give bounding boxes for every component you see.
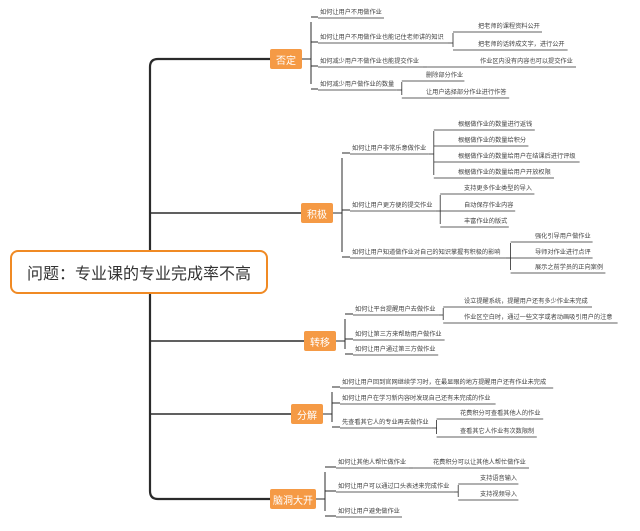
leaf-topic[interactable]: 作业区内没有内容也可以提交作业 xyxy=(480,58,573,65)
root-topic[interactable]: 问题：专业课的专业完成率不高 xyxy=(10,250,268,294)
subtopic[interactable]: 如何让用户通过第三方做作业 xyxy=(355,346,436,353)
leaf-topic[interactable]: 让用户选择部分作业进行作答 xyxy=(426,89,507,96)
leaf-topic[interactable]: 丰富作业的版式 xyxy=(464,218,508,225)
leaf-topic[interactable]: 花费积分可查看其他人的作业 xyxy=(460,410,541,417)
leaf-topic[interactable]: 根据做作业的数量给用户在结课后进行评级 xyxy=(458,153,576,160)
connector-line xyxy=(148,490,270,501)
subtopic[interactable]: 如何让用户回到官网继续学习时，在最显眼的地方提醒用户还有作业未完成 xyxy=(342,379,547,386)
leaf-topic[interactable]: 支持更多作业类型的导入 xyxy=(464,185,533,192)
subtopic[interactable]: 如何让平台提醒用户去做作业 xyxy=(355,306,436,313)
subtopic[interactable]: 如何减少用户不做作业也能提交作业 xyxy=(320,58,419,65)
branch-negate[interactable]: 否定 xyxy=(270,49,302,69)
leaf-topic[interactable]: 展示之前学员的正向案例 xyxy=(535,264,604,271)
leaf-topic[interactable]: 查看其它人作业有次数限制 xyxy=(460,428,535,435)
leaf-topic[interactable]: 强化引导用户做作业 xyxy=(535,233,591,240)
subtopic[interactable]: 如何减少用户做作业的数量 xyxy=(320,81,395,88)
leaf-topic[interactable]: 根据做作业的数量给用户开放权限 xyxy=(458,169,551,176)
leaf-topic[interactable]: 支持视频导入 xyxy=(480,491,518,498)
subtopic[interactable]: 如何让其他人帮忙做作业 xyxy=(338,459,407,466)
subtopic[interactable]: 如何让用户非常乐意做作业 xyxy=(352,145,427,152)
subtopic[interactable]: 如何让用户知道做作业对自己的知识掌握有积极的影响 xyxy=(352,249,501,256)
leaf-topic[interactable]: 作业区空白时，通过一些文字或者动画吸引用户的注意 xyxy=(464,314,613,321)
leaf-topic[interactable]: 把老师的话转成文字，进行公开 xyxy=(478,41,565,48)
branch-brainstorm[interactable]: 脑洞大开 xyxy=(270,489,316,509)
leaf-topic[interactable]: 根据做作业的数量进行返钱 xyxy=(458,121,533,128)
leaf-topic[interactable]: 设立提醒系统，提醒用户还有多少作业未完成 xyxy=(464,298,588,305)
subtopic[interactable]: 如何让用户不用做作业也能记住老师讲的知识 xyxy=(320,34,444,41)
branch-decompose[interactable]: 分解 xyxy=(291,404,323,424)
leaf-topic[interactable]: 支持语音输入 xyxy=(480,475,518,482)
leaf-topic[interactable]: 导师对作业进行点评 xyxy=(535,249,591,256)
subtopic[interactable]: 如何让用户在学习新内容时发现自己还有未完成的作业 xyxy=(342,395,491,402)
connector-line xyxy=(148,57,270,68)
subtopic[interactable]: 如何让用户避免做作业 xyxy=(338,508,400,515)
leaf-topic[interactable]: 自动保存作业内容 xyxy=(464,202,514,209)
subtopic[interactable]: 如何让用户不用做作业 xyxy=(320,9,382,16)
leaf-topic[interactable]: 根据做作业的数量给积分 xyxy=(458,137,527,144)
leaf-topic[interactable]: 花费积分可以让其他人帮忙做作业 xyxy=(433,459,526,466)
subtopic[interactable]: 如何让第三方来帮助用户做作业 xyxy=(355,331,442,338)
subtopic[interactable]: 先查看其它人的专业再去做作业 xyxy=(342,419,429,426)
leaf-topic[interactable]: 删除部分作业 xyxy=(426,72,464,79)
subtopic[interactable]: 如何让用户更方便的提交作业 xyxy=(352,202,433,209)
leaf-topic[interactable]: 把老师的课程资料公开 xyxy=(478,23,540,30)
branch-transfer[interactable]: 转移 xyxy=(304,331,336,351)
branch-positive[interactable]: 积极 xyxy=(301,203,333,223)
subtopic[interactable]: 如何让用户可以通过口头表述来完成作业 xyxy=(338,483,450,490)
